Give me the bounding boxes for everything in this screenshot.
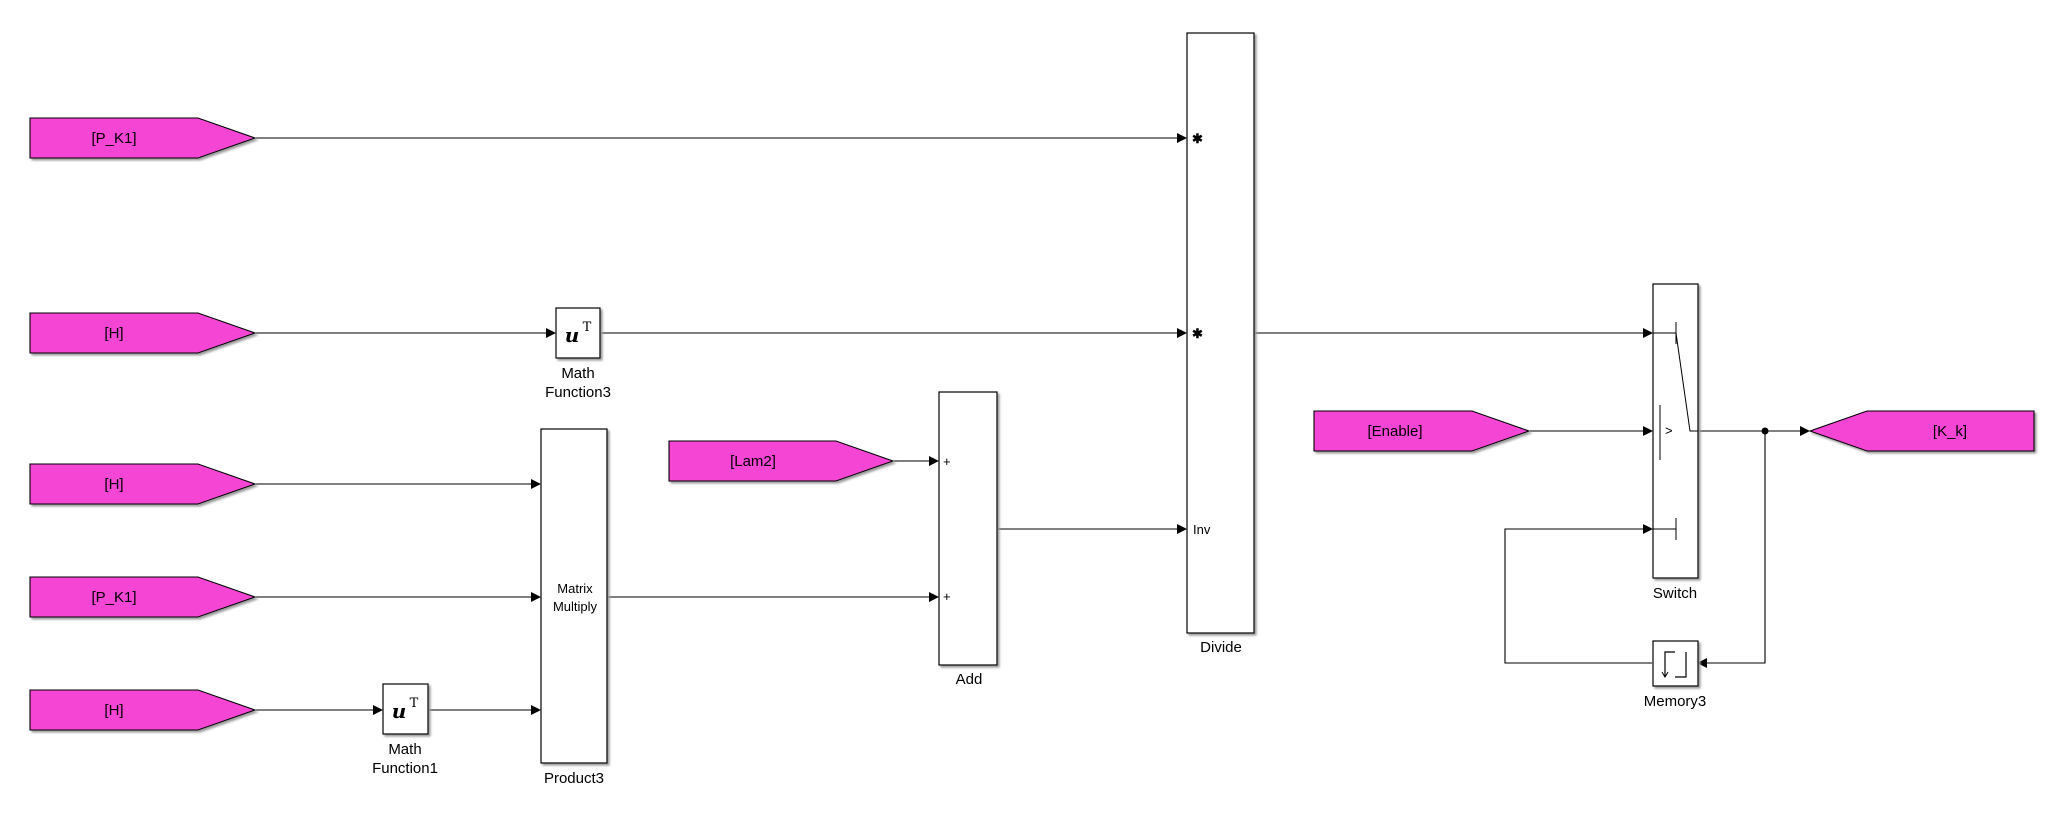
math-function1-name-line1: Math bbox=[388, 741, 421, 758]
switch-criterion: > bbox=[1665, 423, 1673, 438]
transpose-superscript: T bbox=[410, 696, 419, 711]
from-tag-label: [H] bbox=[104, 476, 123, 493]
product3-name: Product3 bbox=[544, 770, 604, 787]
add-port-plus-2: + bbox=[943, 589, 951, 604]
switch-icon bbox=[1653, 322, 1698, 540]
product3-block[interactable]: Matrix Multiply bbox=[540, 428, 608, 764]
from-tag-label: [H] bbox=[104, 702, 123, 719]
product3-text-line2: Multiply bbox=[553, 599, 598, 614]
add-block[interactable]: + + bbox=[938, 391, 998, 666]
wire-branch-to-memory3[interactable] bbox=[1697, 431, 1766, 668]
add-name: Add bbox=[956, 671, 983, 688]
math-function1-name-line2: Function1 bbox=[372, 760, 438, 777]
from-tag-label: [H] bbox=[104, 325, 123, 342]
transpose-symbol: u bbox=[392, 699, 407, 723]
from-tag-pk1-mid[interactable]: [P_K1] bbox=[29, 576, 257, 618]
add-port-plus-1: + bbox=[943, 454, 951, 469]
from-tag-lam2[interactable]: [Lam2] bbox=[668, 440, 895, 482]
wire-memory3-to-switch[interactable] bbox=[1504, 524, 1653, 664]
from-tag-h-top[interactable]: [H] bbox=[29, 312, 257, 354]
divide-port-multiply-1: ✱ bbox=[1192, 131, 1203, 146]
from-tag-label: [Enable] bbox=[1367, 423, 1422, 440]
from-tag-label: [P_K1] bbox=[91, 130, 136, 147]
goto-tag-label: [K_k] bbox=[1933, 423, 1967, 440]
memory3-name: Memory3 bbox=[1644, 693, 1707, 710]
signal-wires bbox=[256, 133, 1810, 715]
branch-point bbox=[1761, 427, 1769, 435]
divide-block[interactable]: ✱ ✱ Inv bbox=[1186, 32, 1255, 634]
math-function3-block[interactable]: u T bbox=[555, 307, 601, 359]
switch-block[interactable]: > bbox=[1652, 283, 1699, 579]
from-tag-enable[interactable]: [Enable] bbox=[1313, 410, 1531, 452]
math-function3-name-line1: Math bbox=[561, 365, 594, 382]
from-tag-h-mid[interactable]: [H] bbox=[29, 463, 257, 505]
divide-name: Divide bbox=[1200, 639, 1242, 656]
transpose-symbol: u bbox=[565, 323, 580, 347]
math-function3-name-line2: Function3 bbox=[545, 384, 611, 401]
from-tag-h-bottom[interactable]: [H] bbox=[29, 689, 257, 731]
math-function1-block[interactable]: u T bbox=[382, 683, 429, 735]
divide-port-multiply-2: ✱ bbox=[1192, 326, 1203, 341]
transpose-superscript: T bbox=[583, 320, 592, 335]
from-tag-pk1-top[interactable]: [P_K1] bbox=[29, 117, 257, 159]
switch-name: Switch bbox=[1653, 585, 1697, 602]
divide-port-inv: Inv bbox=[1193, 522, 1211, 537]
memory-icon bbox=[1664, 651, 1687, 678]
from-tag-label: [Lam2] bbox=[730, 453, 776, 470]
from-tag-label: [P_K1] bbox=[91, 589, 136, 606]
goto-tag-kk[interactable]: [K_k] bbox=[1808, 410, 2035, 452]
memory3-block[interactable] bbox=[1652, 640, 1699, 687]
product3-text-line1: Matrix bbox=[557, 581, 593, 596]
